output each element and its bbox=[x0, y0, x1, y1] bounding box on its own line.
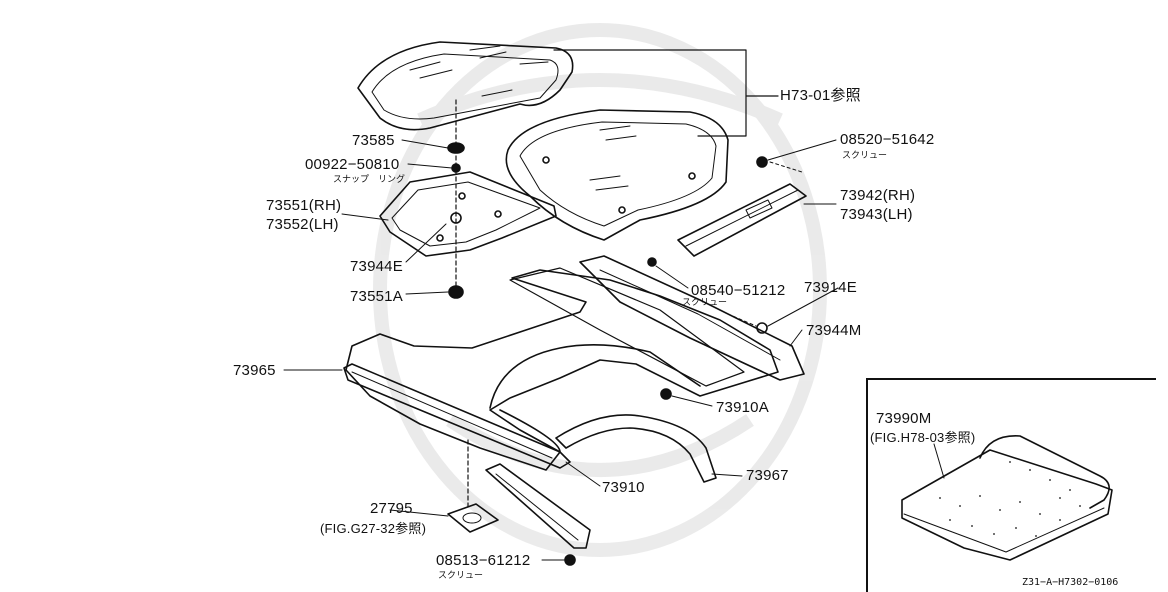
label-73943: 73943(LH) bbox=[840, 206, 913, 223]
fastener-73551a bbox=[448, 285, 464, 299]
fastener-73944e bbox=[450, 212, 462, 224]
label-73585: 73585 bbox=[352, 132, 395, 149]
clip-73910a bbox=[660, 388, 672, 400]
label-73944m: 73944M bbox=[806, 322, 862, 339]
screw-08540 bbox=[647, 257, 657, 267]
label-73910: 73910 bbox=[602, 479, 645, 496]
label-08513-sub: スクリュー bbox=[438, 571, 484, 581]
side-rail-73942-73943 bbox=[677, 183, 807, 257]
label-00922: 00922−50810 bbox=[305, 156, 400, 173]
label-73965: 73965 bbox=[233, 362, 276, 379]
label-27795: 27795 bbox=[370, 500, 413, 517]
label-08513: 08513−61212 bbox=[436, 552, 531, 569]
watermark-emblem bbox=[373, 23, 827, 557]
weatherstrip-73967 bbox=[555, 414, 717, 483]
screw-08520 bbox=[756, 156, 803, 173]
label-73942: 73942(RH) bbox=[840, 187, 916, 204]
bracket-27795 bbox=[447, 503, 499, 533]
label-73967: 73967 bbox=[746, 467, 789, 484]
label-73910a: 73910A bbox=[716, 399, 769, 416]
lower-side-rail bbox=[485, 463, 591, 549]
headliner-center-strip bbox=[509, 267, 745, 387]
label-h7301: H73-01参照 bbox=[780, 87, 861, 104]
clip-73914e bbox=[727, 313, 768, 334]
label-73944e: 73944E bbox=[350, 258, 403, 275]
label-00922-sub: スナップ リング bbox=[333, 175, 406, 185]
label-08520: 08520−51642 bbox=[840, 131, 935, 148]
label-73552: 73552(LH) bbox=[266, 216, 339, 233]
label-08540-sub: スクリュー bbox=[682, 298, 728, 308]
sunroof-glass-lower bbox=[505, 109, 729, 241]
sunroof-glass-upper bbox=[357, 41, 574, 131]
headliner-73910 bbox=[345, 269, 779, 471]
front-rail-73965 bbox=[343, 363, 571, 469]
label-73551a: 73551A bbox=[350, 288, 403, 305]
label-73551: 73551(RH) bbox=[266, 197, 342, 214]
label-08540: 08540−51212 bbox=[691, 282, 786, 299]
fastener-73585 bbox=[447, 142, 465, 154]
leader-lines bbox=[283, 139, 839, 561]
reference-bracket-h7301 bbox=[553, 49, 779, 137]
label-73990m-ref: (FIG.H78-03参照) bbox=[870, 430, 976, 445]
label-73990m: 73990M bbox=[876, 410, 932, 427]
inset-box-sunshade bbox=[866, 378, 1156, 592]
fastener-00922 bbox=[451, 163, 461, 173]
rear-trim-73944m bbox=[579, 255, 805, 381]
drawing-code: Z31−A−H7302−0106 bbox=[1022, 577, 1119, 588]
sunroof-frame-plate bbox=[379, 171, 557, 257]
label-27795-ref: (FIG.G27-32参照) bbox=[320, 521, 427, 536]
screw-08513 bbox=[564, 554, 576, 566]
sunshade-73990m bbox=[901, 435, 1113, 561]
label-08520-sub: スクリュー bbox=[842, 151, 888, 161]
label-73914e: 73914E bbox=[804, 279, 857, 296]
